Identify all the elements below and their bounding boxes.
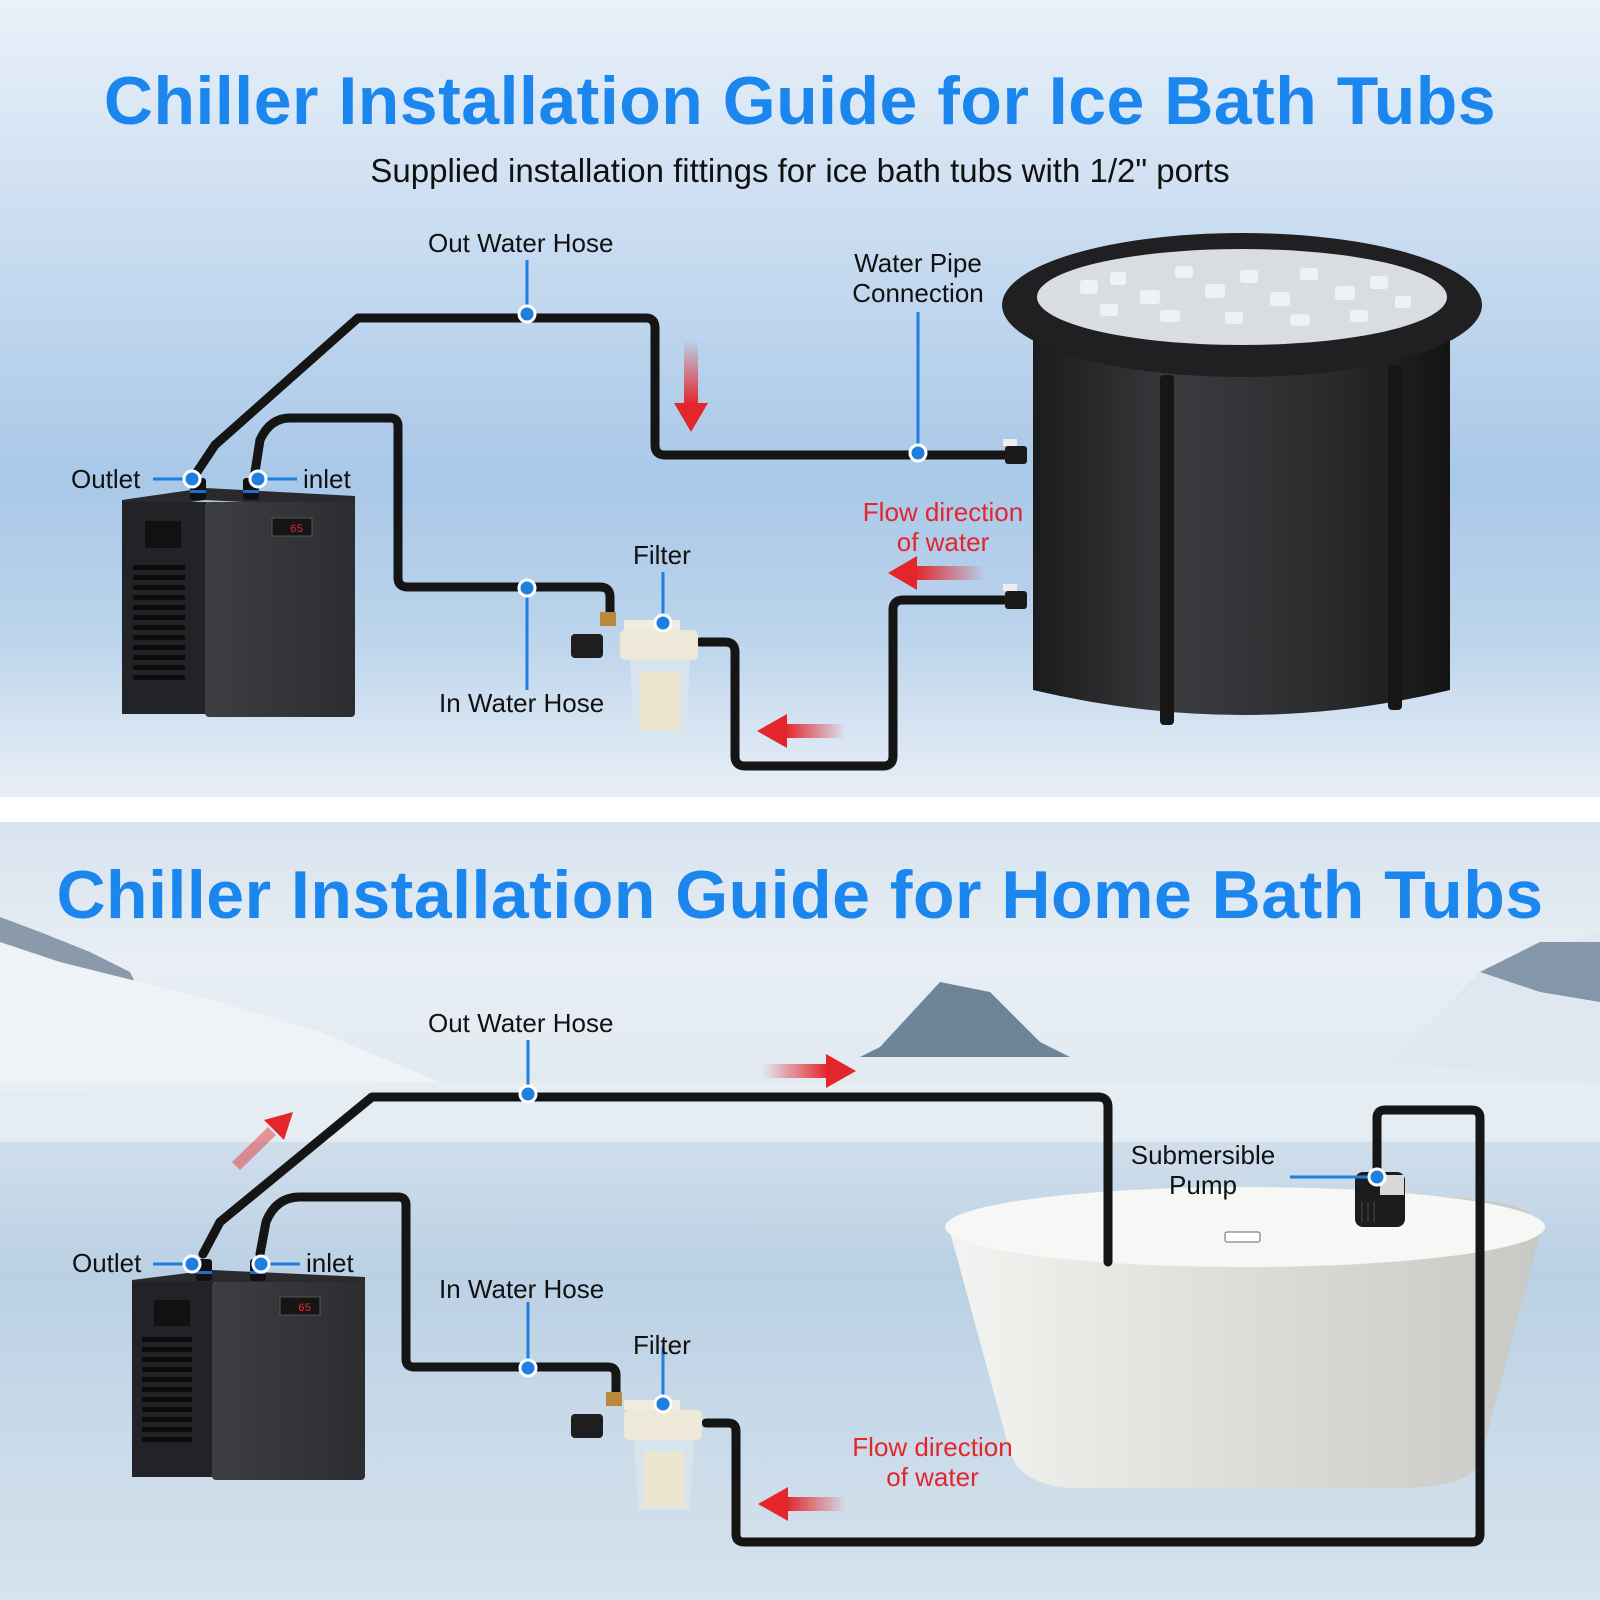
callout-lines-home bbox=[153, 1040, 1370, 1399]
label-submersible-pump: Submersible Pump bbox=[1118, 1140, 1288, 1200]
callout-dots bbox=[182, 304, 928, 633]
label-in-water-hose-home: In Water Hose bbox=[439, 1274, 605, 1304]
out-water-hose-home bbox=[198, 1092, 1113, 1267]
flow-arrow-left-home bbox=[758, 1487, 846, 1521]
in-water-hose bbox=[250, 413, 1025, 771]
home-bath-diagram: 65 bbox=[132, 1040, 1545, 1547]
chiller-unit: 65 bbox=[122, 478, 355, 717]
flow-arrow-up-right bbox=[232, 1112, 293, 1170]
filter-unit bbox=[571, 612, 698, 735]
callout-dots-home bbox=[182, 1084, 1387, 1414]
chiller-unit-home: 65 bbox=[132, 1259, 365, 1480]
flow-arrow-left-lower bbox=[757, 714, 845, 748]
label-flow-line1-home: Flow direction bbox=[852, 1432, 1013, 1462]
out-water-hose bbox=[192, 313, 1015, 477]
label-flow-direction-home: Flow direction of water bbox=[840, 1432, 1025, 1492]
label-flow-line2: of water bbox=[896, 527, 990, 557]
label-outlet: Outlet bbox=[71, 464, 141, 494]
ice-bath-subtitle: Supplied installation fittings for ice b… bbox=[370, 152, 1230, 189]
chiller-display: 65 bbox=[290, 524, 303, 536]
home-bath-title: Chiller Installation Guide for Home Bath… bbox=[56, 857, 1544, 933]
flow-arrow-right bbox=[762, 1054, 856, 1088]
in-water-hose-home bbox=[255, 1105, 1485, 1547]
ice-bath-title: Chiller Installation Guide for Ice Bath … bbox=[103, 63, 1497, 139]
home-bathtub bbox=[945, 1187, 1545, 1488]
flow-arrow-down bbox=[674, 340, 708, 432]
chiller-display-home: 65 bbox=[298, 1303, 311, 1315]
label-water-pipe-line2: Connection bbox=[852, 278, 984, 308]
label-inlet: inlet bbox=[303, 464, 351, 494]
label-water-pipe-connection: Water Pipe Connection bbox=[838, 248, 998, 308]
label-submersible-line1: Submersible bbox=[1130, 1140, 1276, 1170]
ice-bath-panel: Chiller Installation Guide for Ice Bath … bbox=[0, 0, 1600, 797]
label-flow-line2-home: of water bbox=[886, 1462, 979, 1492]
label-filter: Filter bbox=[633, 540, 691, 570]
label-in-water-hose: In Water Hose bbox=[439, 688, 605, 718]
label-outlet-home: Outlet bbox=[72, 1248, 142, 1278]
label-out-water-hose-home: Out Water Hose bbox=[428, 1008, 614, 1038]
flow-arrow-left-upper bbox=[888, 556, 985, 590]
label-water-pipe-line1: Water Pipe bbox=[854, 248, 982, 278]
filter-unit-home bbox=[571, 1392, 702, 1510]
label-submersible-line2: Pump bbox=[1169, 1170, 1237, 1200]
callout-lines bbox=[153, 260, 920, 690]
ice-bath-diagram: 65 bbox=[122, 233, 1482, 771]
label-flow-direction: Flow direction of water bbox=[853, 497, 1033, 557]
label-out-water-hose: Out Water Hose bbox=[428, 228, 614, 258]
ice-bath-tub bbox=[1002, 233, 1482, 725]
panel-divider bbox=[0, 797, 1600, 822]
label-inlet-home: inlet bbox=[306, 1248, 354, 1278]
home-bath-panel: Chiller Installation Guide for Home Bath… bbox=[0, 822, 1600, 1600]
label-flow-line1: Flow direction bbox=[862, 497, 1024, 527]
label-filter-home: Filter bbox=[633, 1330, 691, 1360]
